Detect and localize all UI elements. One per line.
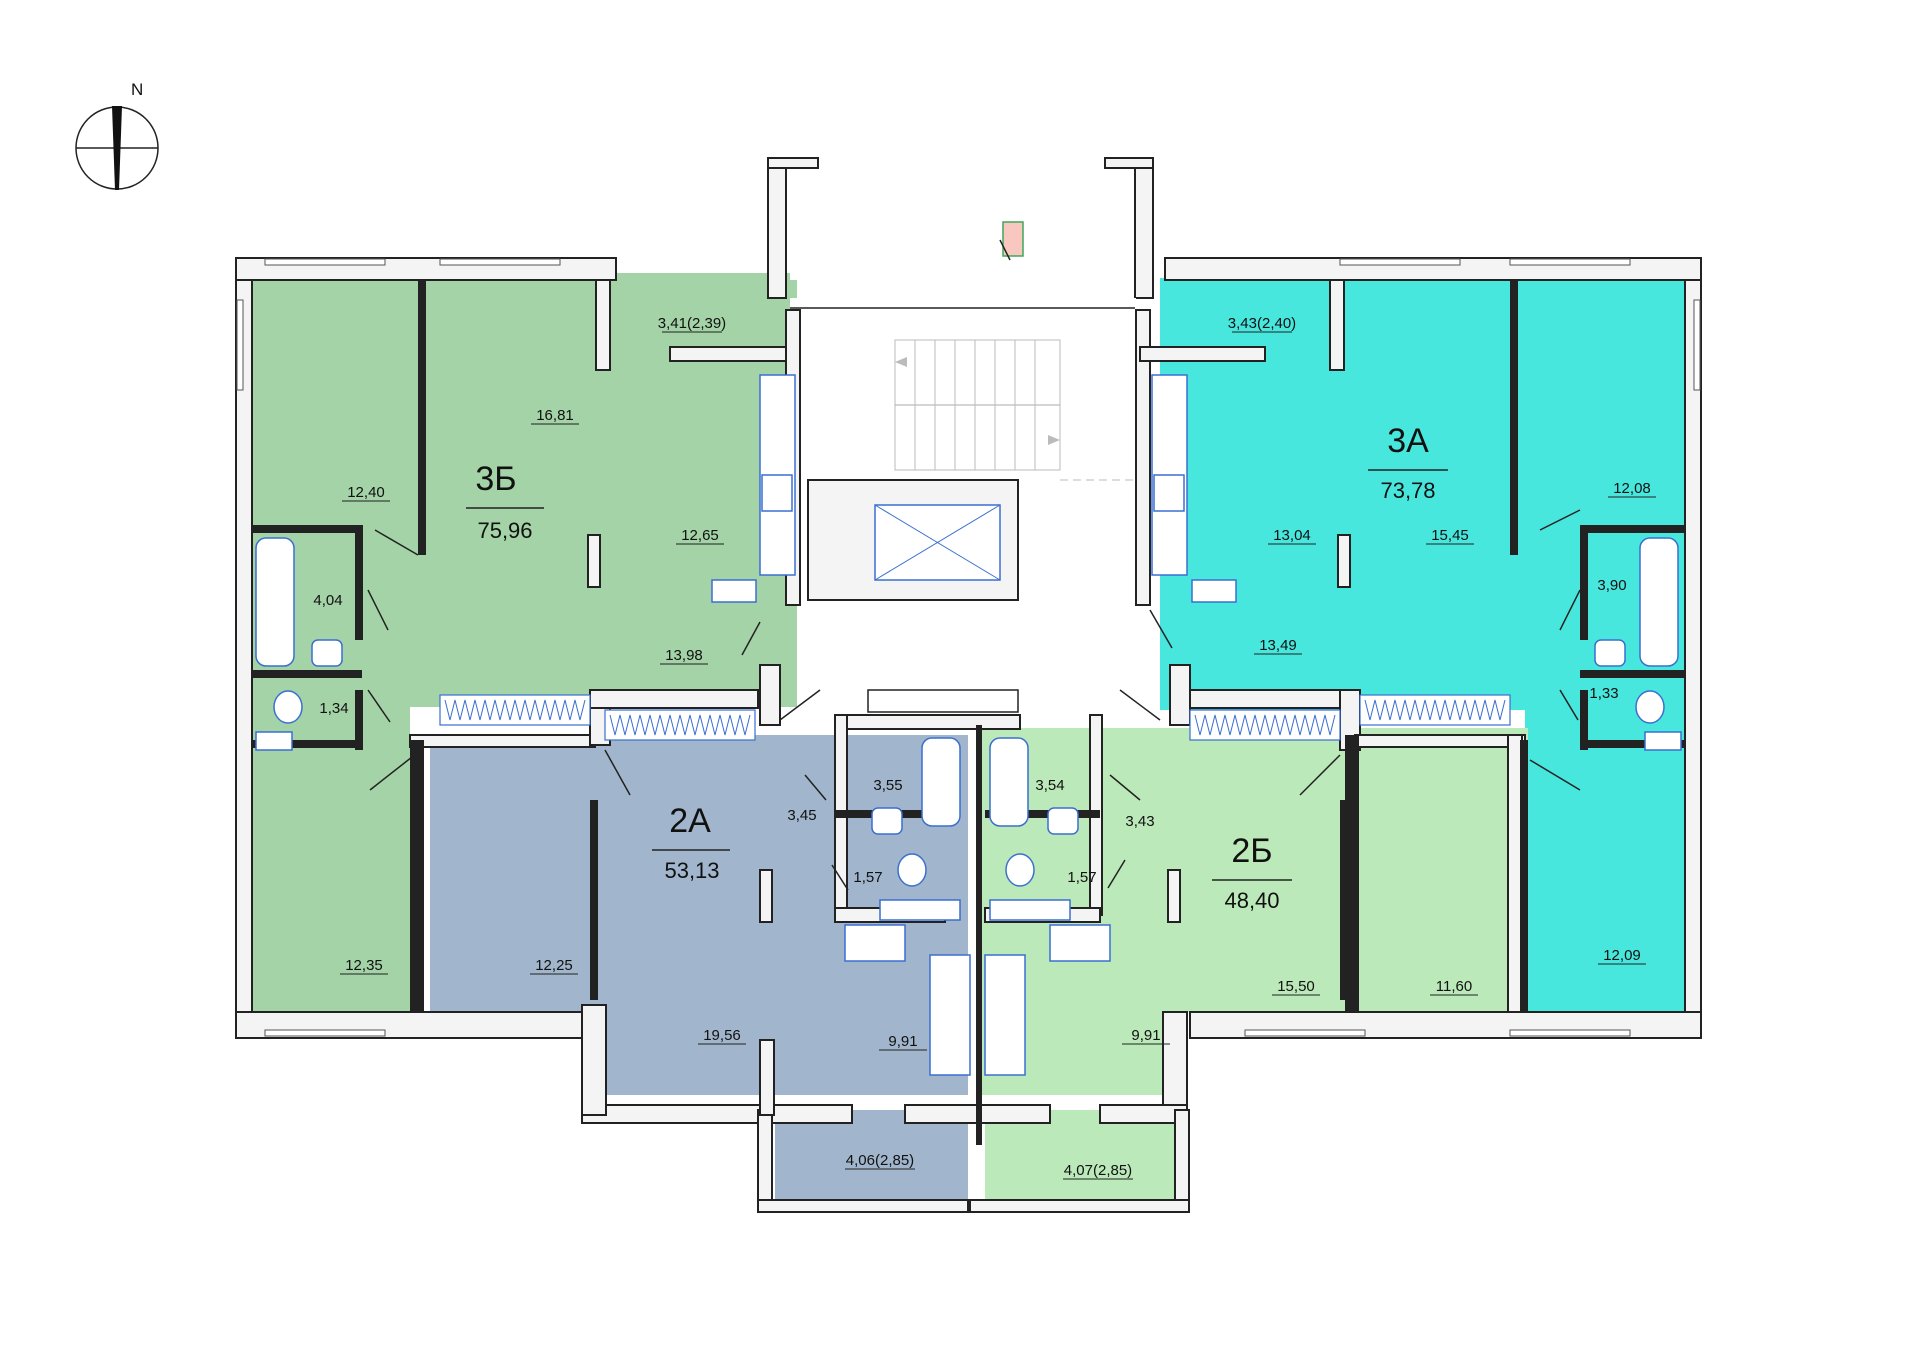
apartment-code: 2А <box>669 802 711 840</box>
toilet-icon <box>273 690 303 724</box>
kitchen-counter-icon <box>929 954 971 1076</box>
radiators <box>439 694 1511 741</box>
windows <box>236 258 1701 1037</box>
washer-icon <box>1191 579 1237 603</box>
sink-icon <box>1594 639 1626 667</box>
room-area: 3,55 <box>873 777 902 794</box>
toilet-icon <box>1005 853 1035 887</box>
apartment-labels: 3Б 75,96 3А 73,78 2А 53,13 2Б 48,40 <box>466 422 1448 913</box>
toilet-icon <box>897 853 927 887</box>
room-area: 13,49 <box>1259 637 1297 654</box>
door-swings <box>367 239 1581 891</box>
apartment-area: 48,40 <box>1224 888 1279 913</box>
room-area: 1,57 <box>1067 869 1096 886</box>
room-area: 4,04 <box>313 592 342 609</box>
apartment-2b-area <box>978 728 1528 1200</box>
room-area: 1,33 <box>1589 685 1618 702</box>
room-area: 15,45 <box>1431 527 1469 544</box>
washer-icon <box>255 731 293 751</box>
stove-icon <box>844 924 906 962</box>
compass: N <box>75 80 159 190</box>
sink-icon <box>871 807 903 835</box>
room-area: 3,41(2,39) <box>658 315 726 332</box>
apartment-code: 3Б <box>475 460 516 498</box>
room-area: 12,09 <box>1603 947 1641 964</box>
room-area: 3,43(2,40) <box>1228 315 1296 332</box>
room-area: 4,07(2,85) <box>1064 1162 1132 1179</box>
sink-icon <box>311 639 343 667</box>
compass-needle-icon <box>112 106 122 190</box>
apartment-code: 3А <box>1387 422 1429 460</box>
apartment-code: 2Б <box>1231 832 1272 870</box>
room-area: 16,81 <box>536 407 574 424</box>
compass-north-label: N <box>131 80 143 99</box>
bathtub-icon <box>989 737 1029 827</box>
room-area: 15,50 <box>1277 978 1315 995</box>
room-area: 13,04 <box>1273 527 1311 544</box>
inner-walls <box>252 279 1685 1145</box>
stove-icon <box>1049 924 1111 962</box>
room-area: 11,60 <box>1436 978 1472 995</box>
hydrant-icon <box>1002 221 1024 257</box>
room-area: 12,40 <box>347 484 385 501</box>
kitchen-counter-icon <box>984 954 1026 1076</box>
apartment-2a-area <box>430 735 968 1200</box>
stove-icon <box>1153 474 1185 512</box>
bathtub-icon <box>255 537 295 667</box>
stair-arrow-icon <box>1048 435 1060 445</box>
room-area: 12,35 <box>345 957 383 974</box>
room-area: 1,57 <box>853 869 882 886</box>
washer-icon <box>1644 731 1682 751</box>
label-underlines <box>340 331 1656 1180</box>
room-area: 12,65 <box>681 527 719 544</box>
room-area: 3,54 <box>1035 777 1064 794</box>
room-area: 13,98 <box>665 647 703 664</box>
room-labels: 3,41(2,39) 16,81 12,40 12,65 4,04 13,98 … <box>313 315 1650 1179</box>
room-area: 1,34 <box>319 700 348 717</box>
stair-arrow-icon <box>895 357 907 367</box>
washer-icon <box>879 899 961 921</box>
stove-icon <box>761 474 793 512</box>
sink-icon <box>1047 807 1079 835</box>
room-area: 9,91 <box>1131 1027 1160 1044</box>
room-area: 3,90 <box>1597 577 1626 594</box>
room-area: 19,56 <box>703 1027 741 1044</box>
toilet-icon <box>1635 690 1665 724</box>
room-area: 12,08 <box>1613 480 1651 497</box>
apartment-area: 73,78 <box>1380 478 1435 503</box>
room-area: 4,06(2,85) <box>846 1152 914 1169</box>
room-area: 12,25 <box>535 957 573 974</box>
room-area: 3,45 <box>787 807 816 824</box>
washer-icon <box>711 579 757 603</box>
stairs <box>894 221 1135 481</box>
washer-icon <box>989 899 1071 921</box>
apartment-area: 53,13 <box>664 858 719 883</box>
fixtures <box>255 374 1682 1076</box>
apartment-area: 75,96 <box>477 518 532 543</box>
bathtub-icon <box>921 737 961 827</box>
room-area: 3,43 <box>1125 813 1154 830</box>
room-area: 9,91 <box>888 1033 917 1050</box>
bathtub-icon <box>1639 537 1679 667</box>
